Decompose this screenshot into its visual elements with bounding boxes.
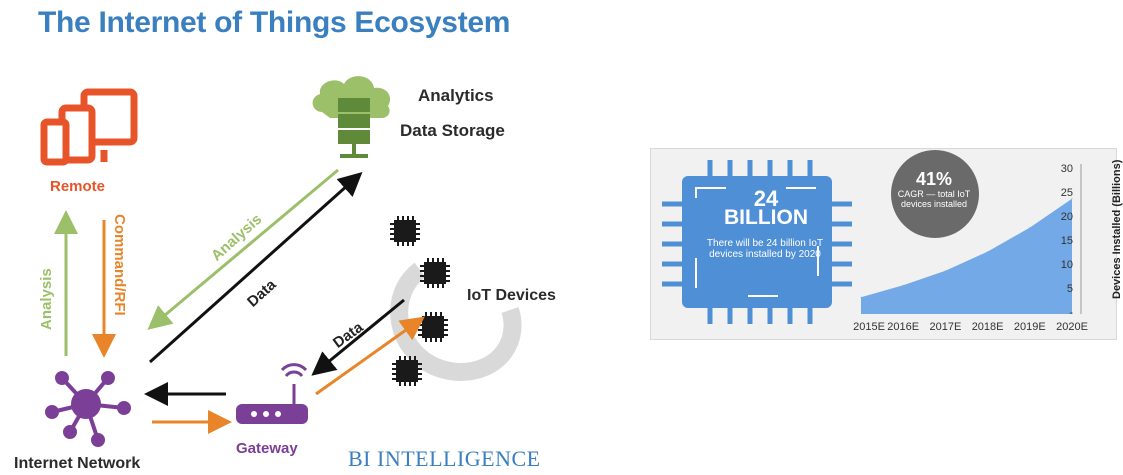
processor-chip-icon: [662, 160, 852, 324]
ecosystem-diagram: [40, 76, 522, 447]
data-point: [1029, 227, 1031, 229]
y-tick-label: 10: [1060, 259, 1073, 271]
y-tick-label: 20: [1060, 211, 1073, 223]
chip-icon: [390, 216, 420, 246]
page-title: The Internet of Things Ecosystem: [38, 6, 511, 39]
analysis-edge-label: Analysis: [38, 268, 55, 330]
data-point: [902, 284, 904, 286]
gateway-label: Gateway: [236, 440, 298, 457]
area-series: [861, 198, 1072, 314]
intelligence-logo-part: INTELLIGENCE: [377, 446, 541, 471]
bi-logo-part: BI: [348, 446, 377, 471]
analysis-diag-arrow: [147, 168, 339, 330]
command-rfi-edge-label: Command/RFI: [111, 214, 128, 316]
x-tick-label: 2020E: [1056, 321, 1088, 333]
area-chart: [860, 198, 1073, 314]
data-iot-arrow: [311, 298, 405, 376]
y-tick-label: -: [1069, 307, 1073, 319]
y-tick-label: 15: [1060, 235, 1073, 247]
x-tick-label: 2018E: [971, 321, 1004, 333]
x-tick-label: 2017E: [929, 321, 962, 333]
cagr-caption: CAGR — total IoT devices installed: [897, 189, 971, 209]
cloud-server-icon: [312, 76, 391, 158]
chip-icon: [420, 258, 450, 288]
internet-network-label: Internet Network: [14, 455, 141, 472]
data-storage-label: Data Storage: [400, 121, 505, 140]
cagr-value: 41%: [915, 169, 953, 189]
chip-caption: There will be 24 billion IoT devices ins…: [706, 238, 824, 260]
data-point: [1071, 198, 1073, 200]
y-tick-label: 30: [1060, 163, 1073, 175]
analytics-label: Analytics: [418, 86, 494, 105]
x-tick-label: 2015E: [853, 321, 885, 333]
chip-icon: [392, 356, 422, 386]
remote-devices-icon: [40, 88, 138, 166]
infographic-graphics: [662, 150, 1082, 324]
cagr-badge: [891, 150, 979, 238]
data-point: [860, 296, 862, 298]
data-diag-arrow: [149, 172, 363, 364]
data-point: [944, 270, 946, 272]
y-axis-label: Devices Installed (Billions): [1111, 159, 1123, 299]
network-hub-icon: [45, 371, 131, 447]
x-tick-label: 2016E: [887, 321, 920, 333]
y-tick-label: 25: [1060, 187, 1073, 199]
chip-number: 24: [753, 186, 779, 211]
data-point: [987, 251, 989, 253]
y-tick-label: 5: [1066, 283, 1073, 295]
x-tick-label: 2019E: [1013, 321, 1046, 333]
chip-unit: BILLION: [724, 206, 808, 229]
remote-label: Remote: [50, 178, 106, 195]
iot-devices-label: IoT Devices: [467, 287, 556, 304]
bi-intelligence-logo: BI INTELLIGENCE: [348, 446, 541, 472]
router-icon: [236, 363, 308, 424]
chip-icon: [418, 312, 448, 342]
gateway-iot-arrow: [315, 316, 425, 396]
